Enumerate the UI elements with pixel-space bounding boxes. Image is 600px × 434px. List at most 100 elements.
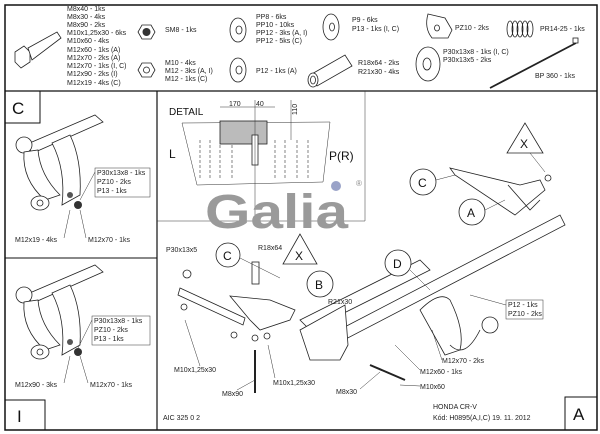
bolt-item: M10x60 - 4ks [67, 38, 110, 45]
detail-dimension-170: 170 [229, 101, 241, 108]
washer-icon [229, 17, 247, 43]
tube-icon [307, 54, 353, 88]
marker-x-left: X [282, 233, 318, 265]
variant-letter-box [564, 396, 598, 431]
bolt-item: M8x40 - 1ks [67, 6, 106, 13]
nut-item: M12 - 3ks (A, I) [165, 68, 213, 75]
label-m12x60: M12x60 - 1ks [420, 369, 463, 376]
bolt-item: M10x1,25x30 - 6ks [67, 30, 127, 37]
callout-item: PZ10 - 2ks [97, 179, 131, 186]
label-p30x13x5: P30x13x5 [166, 247, 197, 254]
marker-d: D [384, 249, 412, 277]
spacer-item: P30x13x5 - 2ks [443, 57, 492, 64]
spring-label: PR14-25 - 1ks [540, 26, 585, 33]
marker-c-right: C [409, 168, 437, 196]
label-r21x30: R21x30 [328, 299, 352, 306]
label-m12x70: M12x70 - 2ks [442, 358, 485, 365]
spring-icon [506, 20, 534, 38]
label-m8x90: M8x90 [222, 391, 243, 398]
code-and-date: Kód: H0895(A,I,C) 19. 11. 2012 [433, 415, 531, 422]
panel-i-callout-box [91, 315, 151, 346]
bolt-item: M8x30 - 4ks [67, 14, 106, 21]
tube-item: R18x64 - 2ks [358, 60, 400, 67]
drawing-frame [4, 4, 598, 431]
panel-c-left-label: M12x19 - 4ks [15, 237, 58, 244]
bolt-icon [14, 31, 62, 69]
panel-i-right-label: M12x70 - 1ks [90, 382, 133, 389]
nut-item: M10 - 4ks [165, 60, 196, 67]
marker-x-right: X [506, 122, 544, 154]
vehicle-model: HONDA CR-V [433, 404, 477, 411]
panel-i-letter-box [4, 399, 46, 431]
callout-item: PZ10 - 2ks [94, 327, 128, 334]
nut-item: M12 - 1ks (C) [165, 76, 207, 83]
washer-icon [229, 57, 247, 83]
callout-item: P13 - 1ks [97, 188, 127, 195]
callout-item: P30x13x8 - 1ks [94, 318, 143, 325]
svg-text:C: C [418, 176, 427, 190]
bolt-item: M12x60 - 1ks (A) [67, 47, 120, 54]
self-locking-nut-icon [137, 24, 156, 40]
spacer-item: P30x13x8 - 1ks (I, C) [443, 49, 509, 56]
label-r18x64: R18x64 [258, 245, 282, 252]
detail-bumper-drawing [181, 100, 331, 215]
tube-item: R21x30 - 4ks [358, 69, 400, 76]
washer-p-item: P13 - 1ks (I, C) [352, 26, 399, 33]
p12-callout-box [505, 299, 544, 320]
svg-text:X: X [295, 249, 303, 263]
logo-text: Galia [205, 186, 348, 239]
cable-tie-label: BP 360 - 1ks [535, 73, 575, 80]
svg-text:D: D [393, 257, 402, 271]
nut-icon [137, 62, 156, 78]
svg-text:C: C [223, 249, 232, 263]
bolt-item: M12x19 - 4ks (C) [67, 80, 121, 87]
panel-i-letter: I [17, 407, 22, 426]
towbar-ball-hook-c-drawing [15, 114, 104, 211]
panel-c-right-label: M12x70 - 1ks [88, 237, 131, 244]
washer-item: PP12 - 3ks (A, I) [256, 30, 307, 37]
washer-item: PP10 - 10ks [256, 22, 295, 29]
flat-washer-icon [322, 13, 340, 41]
detail-dimension-40: 40 [256, 101, 264, 108]
svg-text:A: A [467, 206, 475, 220]
label-m10x125x30-left: M10x1,25x30 [174, 367, 216, 374]
svg-text:X: X [520, 137, 528, 151]
label-p12: P12 - 1ks [508, 302, 538, 309]
label-m10x125x30-right: M10x1,25x30 [273, 380, 315, 387]
panel-c-callout-box [94, 167, 151, 198]
panel-i-left-label: M12x90 - 3ks [15, 382, 58, 389]
cable-tie-icon [489, 37, 579, 89]
variant-letter: A [573, 405, 585, 424]
detail-right-side: P(R) [329, 149, 354, 163]
label-m8x30: M8x30 [336, 389, 357, 396]
washer-item: PP8 - 6ks [256, 14, 287, 21]
detail-dimension-110: 110 [292, 104, 299, 115]
bolt-item: M12x70 - 1ks (I, C) [67, 63, 127, 70]
galia-logo: Galia ® [205, 179, 362, 239]
plate-icon [426, 13, 453, 39]
self-locking-nut-label: SM8 - 1ks [165, 27, 197, 34]
towbar-ball-hook-i-drawing [15, 264, 104, 360]
bolt-list: M8x40 - 1ks M8x30 - 4ks M8x90 - 2ks M10x… [67, 6, 127, 87]
bolt-item: M12x90 - 2ks (I) [67, 71, 118, 78]
panel-c-letter: C [12, 99, 24, 118]
registered-mark: ® [356, 179, 362, 188]
spacer-icon [415, 46, 441, 82]
drawing-number: AIC 325 0 2 [163, 415, 200, 422]
washer-item: PP12 - 5ks (C) [256, 38, 302, 45]
callout-item: P30x13x8 - 1ks [97, 170, 146, 177]
washer-p12-label: P12 - 1ks (A) [256, 68, 297, 75]
bolt-item: M8x90 - 2ks [67, 22, 106, 29]
label-pz10: PZ10 - 2ks [508, 311, 542, 318]
callout-item: P13 - 1ks [94, 336, 124, 343]
washer-p-item: P9 - 6ks [352, 17, 378, 24]
bolt-item: M12x70 - 2ks (A) [67, 55, 120, 62]
marker-c-left: C [215, 242, 241, 268]
marker-a: A [458, 198, 486, 226]
plate-label: PZ10 - 2ks [455, 25, 489, 32]
marker-b: B [306, 270, 334, 298]
detail-title: DETAIL [169, 107, 204, 118]
detail-left-side: L [169, 147, 176, 161]
label-m10x60: M10x60 [420, 384, 445, 391]
